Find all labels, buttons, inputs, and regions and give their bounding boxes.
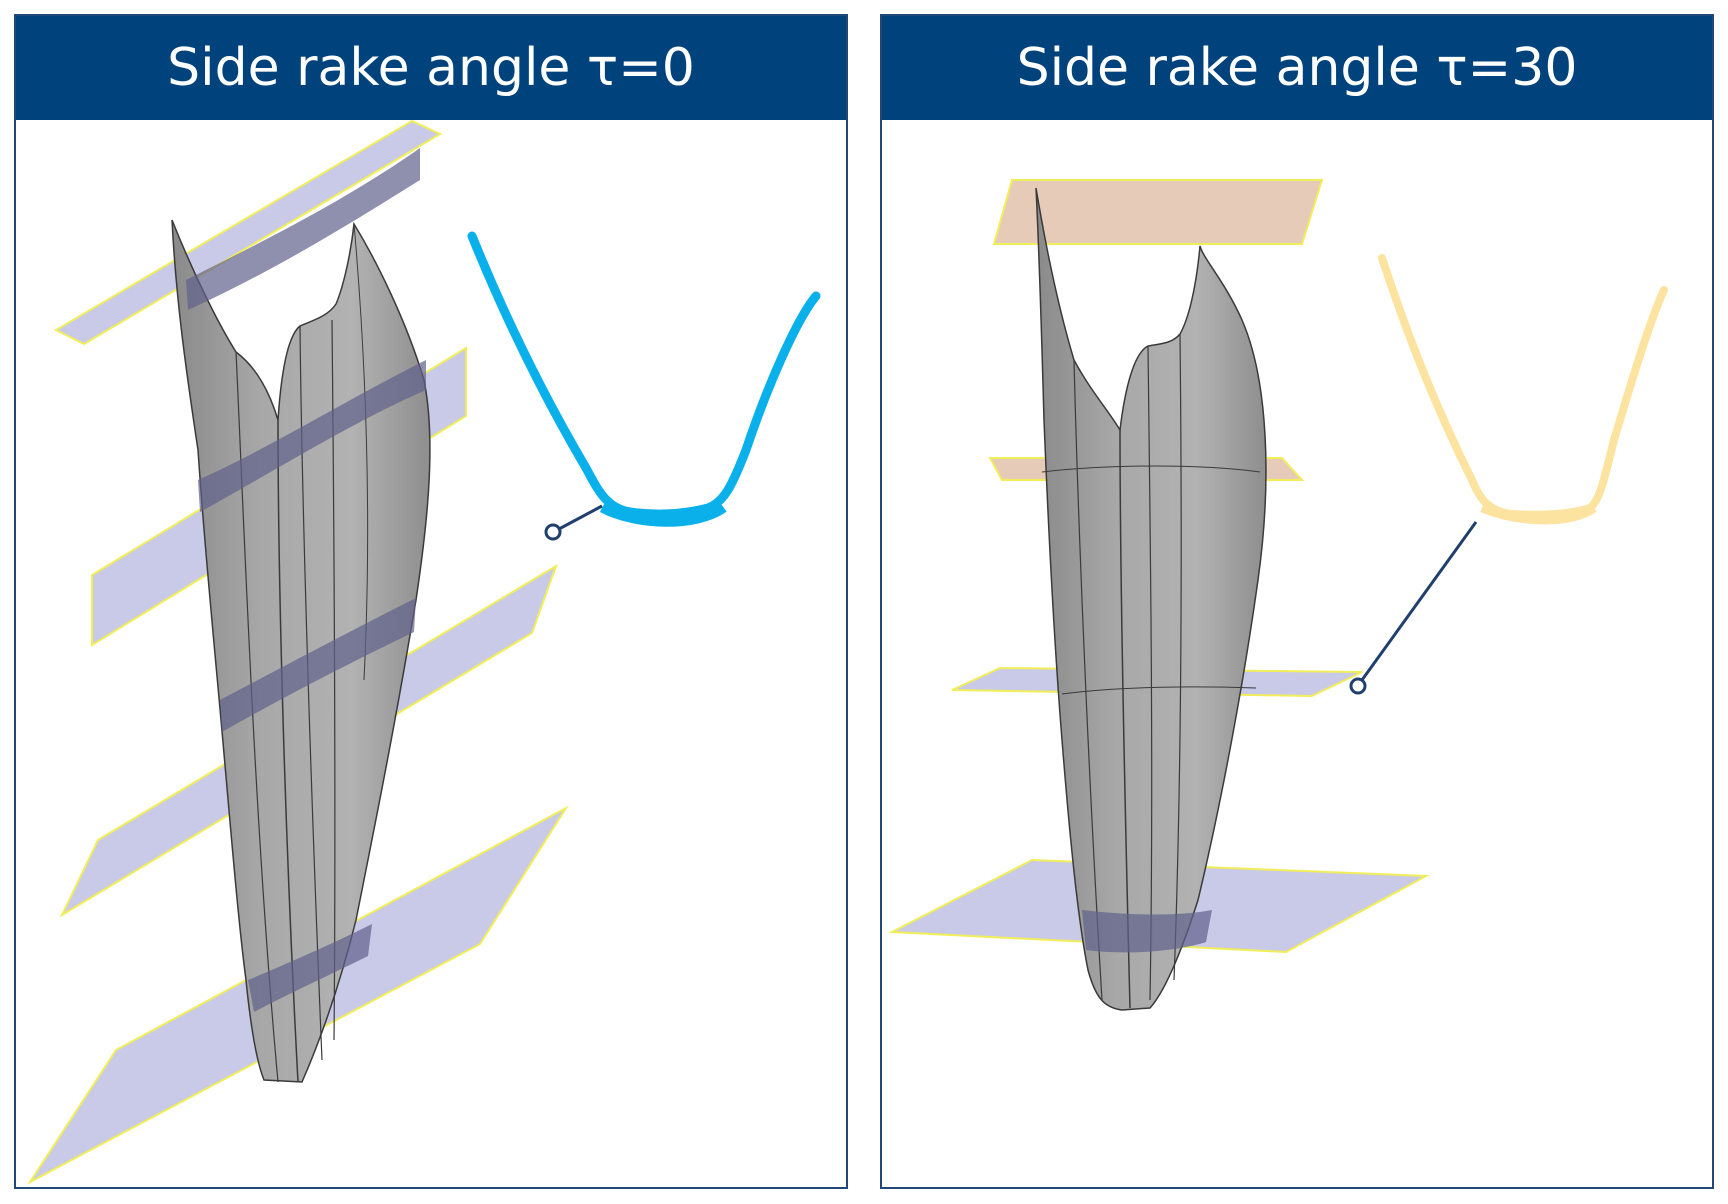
intersection-band — [248, 924, 372, 1012]
edge-profile-curve — [1378, 254, 1668, 519]
edge-profile-thickness — [599, 503, 727, 527]
panel-side-rake-0: Side rake angle τ=0 — [14, 14, 848, 1189]
intersection-band — [198, 360, 426, 512]
section-plane-highlight-1 — [992, 179, 1324, 245]
leader-marker — [1349, 677, 1367, 695]
leader-line — [1360, 521, 1478, 681]
section-plane-1 — [53, 120, 443, 346]
tool-section-diagram — [888, 179, 1668, 1011]
section-line — [1041, 465, 1261, 473]
edge-profile-thickness — [1480, 503, 1597, 525]
intersection-band — [186, 148, 420, 310]
tool-body — [171, 219, 431, 1083]
edge-profile-curve — [467, 231, 821, 519]
panel-title: Side rake angle τ=0 — [16, 16, 846, 120]
tool-section-diagram — [27, 120, 821, 1185]
tool-edge-line — [235, 351, 279, 1083]
tool-edge-line — [1173, 333, 1182, 981]
leader-marker — [544, 523, 562, 541]
tool-edge-line — [1073, 359, 1103, 1001]
intersection-band — [220, 598, 416, 732]
panel-title: Side rake angle τ=30 — [882, 16, 1712, 120]
section-line — [1061, 686, 1257, 695]
intersection-band — [1082, 910, 1212, 953]
tool-edge-line — [1119, 429, 1131, 1009]
tool-edge-line — [353, 223, 369, 681]
leader-line — [558, 504, 603, 531]
panel-side-rake-30: Side rake angle τ=30 — [880, 14, 1714, 1189]
tool-edge-line — [1147, 345, 1153, 1001]
